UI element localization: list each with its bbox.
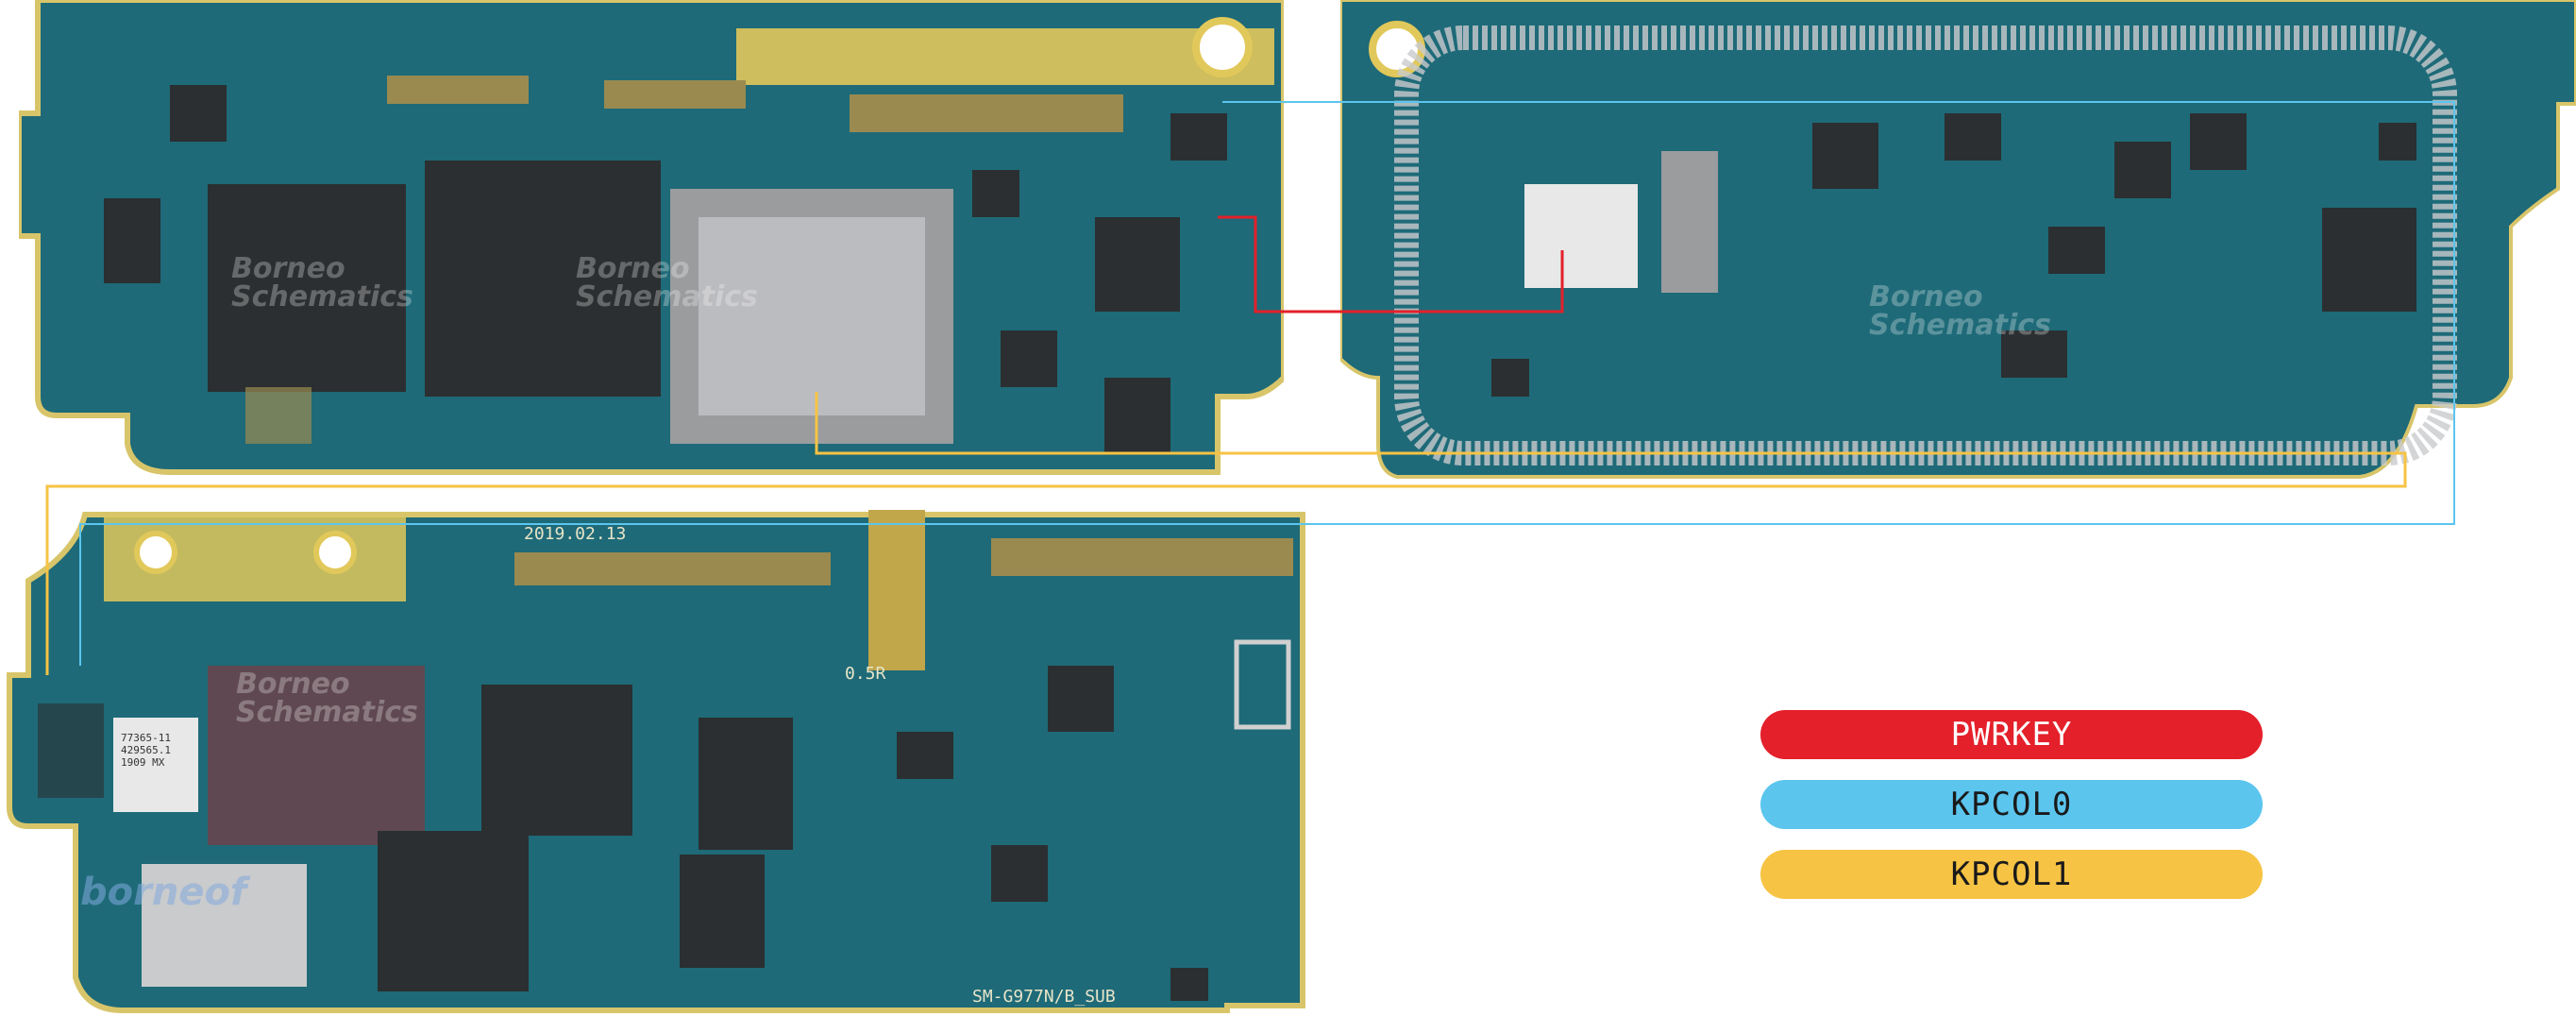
legend-pwrkey: PWRKEY (1760, 710, 2263, 759)
silkscreen-rev: 0.5R (845, 664, 886, 684)
silkscreen-model: SM-G977N/B_SUB (972, 987, 1116, 1007)
pcb-bottom-graphic (7, 510, 1305, 1013)
chip-label: 77365-11 429565.1 1909 MX (121, 732, 171, 769)
legend-kpcol1-label: KPCOL1 (1950, 855, 2073, 893)
legend-kpcol0: KPCOL0 (1760, 780, 2263, 829)
legend-kpcol1: KPCOL1 (1760, 850, 2263, 899)
silkscreen-date: 2019.02.13 (524, 524, 627, 544)
sub-board-bottom: 2019.02.13 SM-G977N/B_SUB 0.5R 77365-11 … (0, 496, 1340, 1033)
legend-pwrkey-label: PWRKEY (1950, 716, 2073, 754)
pcb-top-right-graphic (1340, 0, 2576, 479)
pcb-top-left-graphic (19, 0, 1284, 475)
legend-kpcol0-label: KPCOL0 (1950, 786, 2073, 823)
